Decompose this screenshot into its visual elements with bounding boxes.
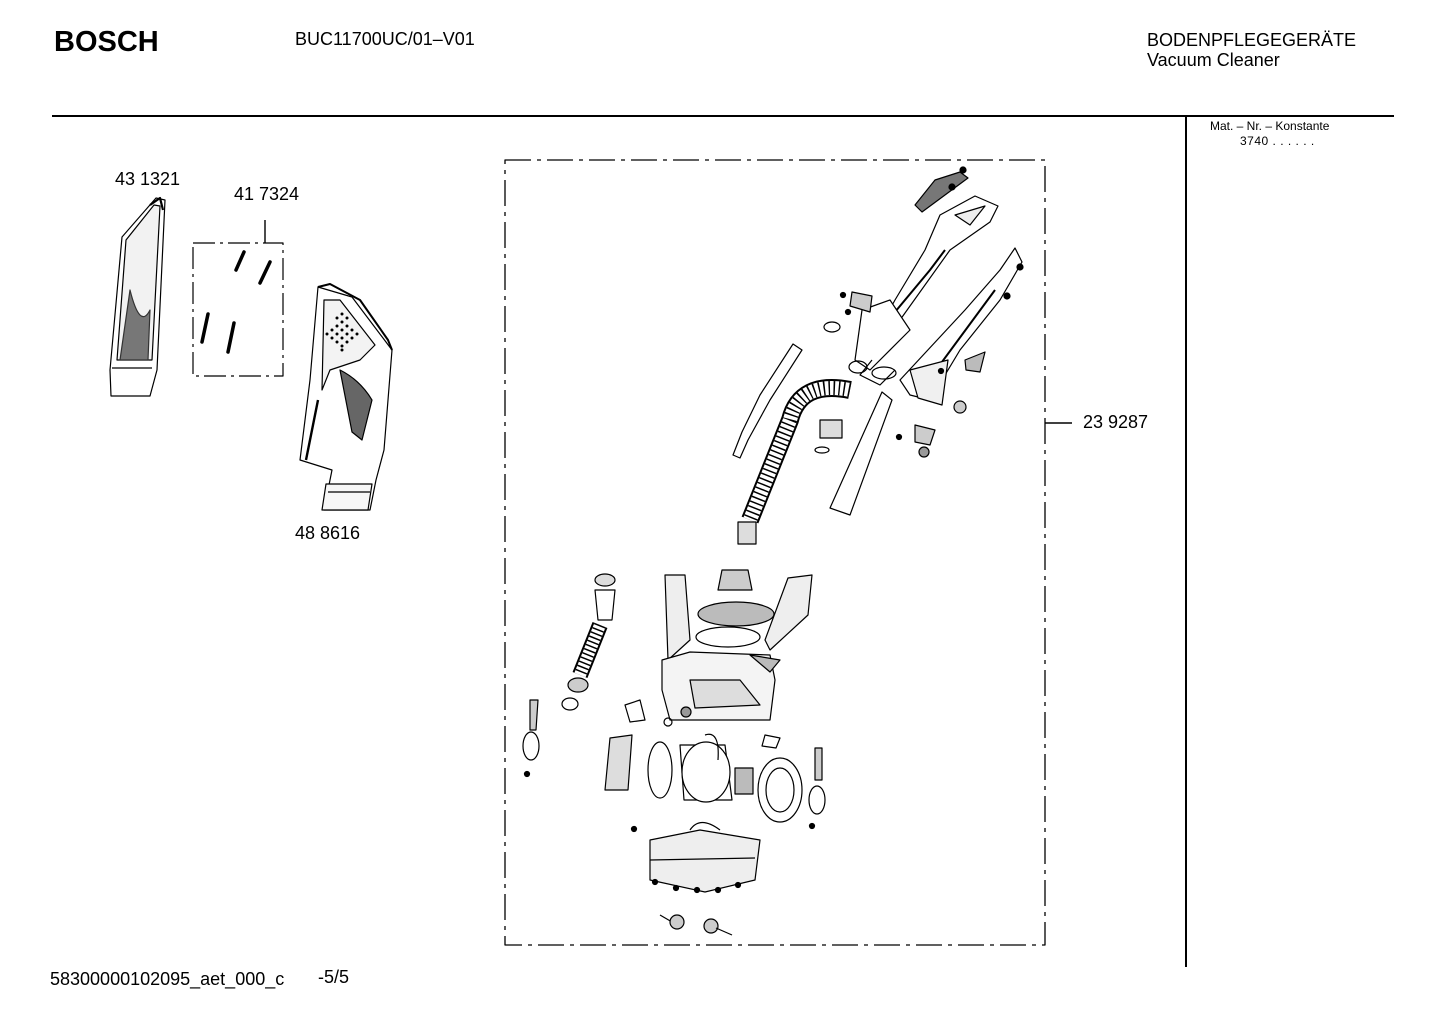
part-number-label: 48 8616 xyxy=(295,523,361,543)
part-number-label: 41 7324 xyxy=(234,184,300,204)
page-number: -5/5 xyxy=(318,967,350,987)
part-number-label: 23 9287 xyxy=(1083,412,1149,432)
part-base-tray-icon xyxy=(523,770,816,936)
part-number-label: 43 1321 xyxy=(115,169,181,189)
part-handle-cover-icon xyxy=(109,196,166,397)
category-german: BODENPFLEGEGERÄTE xyxy=(1147,30,1357,50)
brand-logo: BOSCH xyxy=(54,26,159,58)
part-handle-assembly-icon xyxy=(299,283,393,511)
part-main-housing-icon xyxy=(522,569,826,823)
category-english: Vacuum Cleaner xyxy=(1147,50,1280,70)
part-side-hose-icon xyxy=(561,573,616,711)
material-number-value: 3740 . . . . . . xyxy=(1240,134,1315,148)
speaker-grille-icon xyxy=(325,312,359,352)
part-upper-handle-icon xyxy=(854,171,1023,406)
model-code: BUC11700UC/01–V01 xyxy=(295,29,475,49)
document-id: 58300000102095_aet_000_c xyxy=(50,969,285,989)
side-panel-divider xyxy=(1185,117,1187,967)
assembly-frame xyxy=(504,159,1046,946)
part-curved-rail-icon xyxy=(732,343,803,459)
header-rule xyxy=(52,115,1394,117)
part-flat-cover-icon xyxy=(829,391,893,516)
small-hardware-icon xyxy=(823,166,1024,458)
part-clip-set-icon xyxy=(192,220,284,377)
part-flex-hose-icon xyxy=(737,379,852,545)
material-number-label: Mat. – Nr. – Konstante xyxy=(1210,119,1330,133)
